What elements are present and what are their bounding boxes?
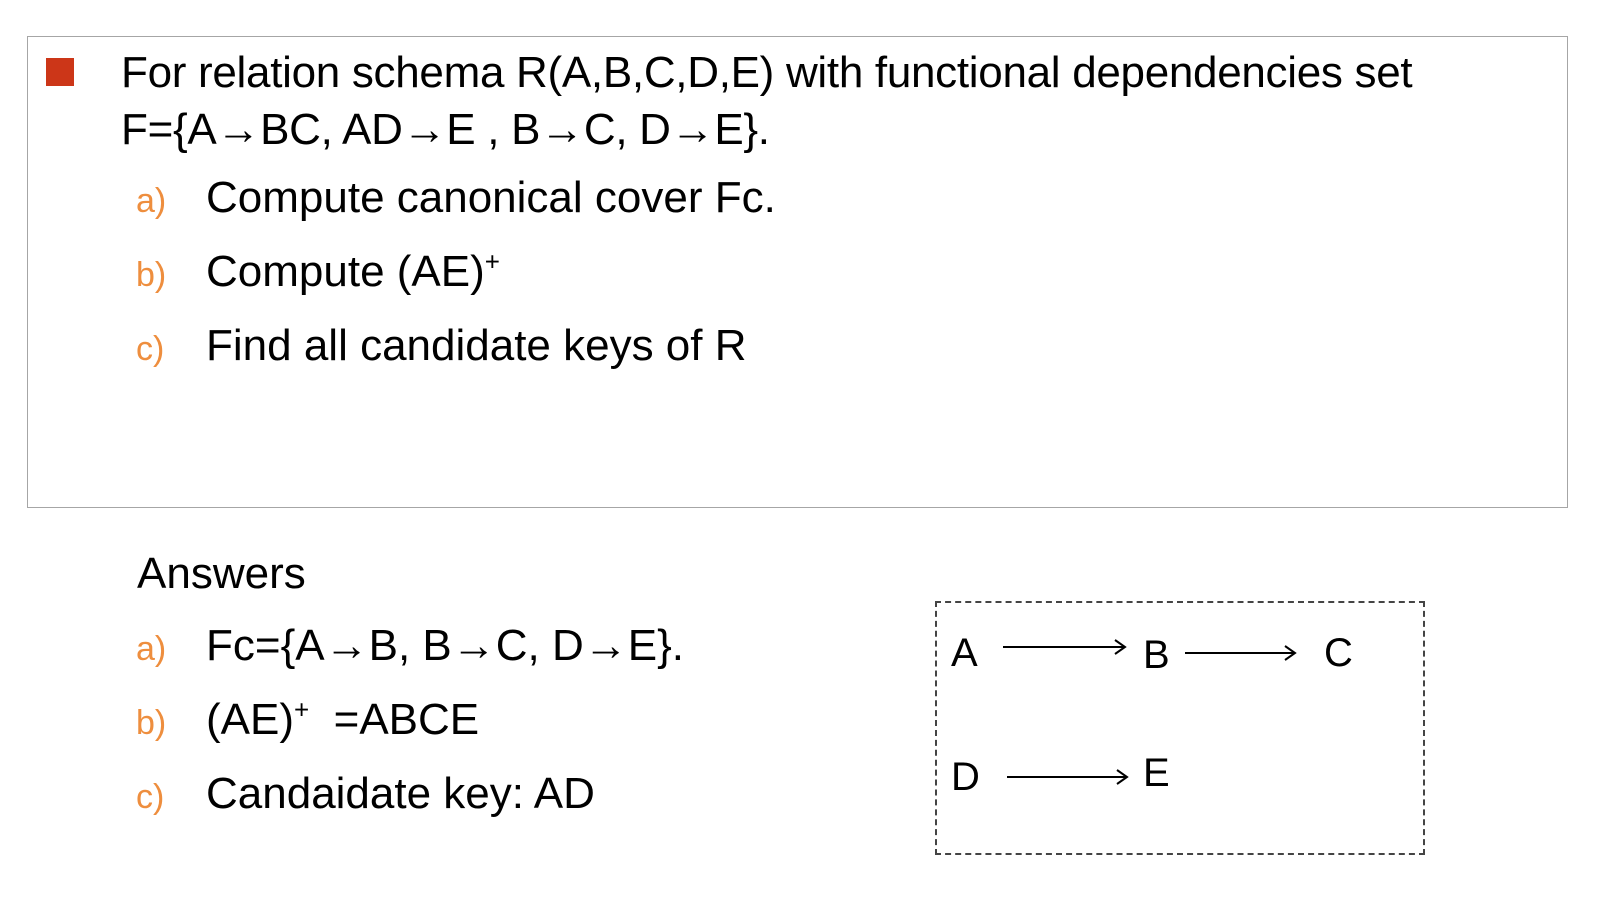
node-c: C — [1324, 631, 1353, 675]
item-text: Find all candidate keys of R — [206, 321, 747, 370]
dependency-diagram: A B C D E — [935, 601, 1425, 855]
item-marker: a) — [136, 630, 167, 668]
question-stem: For relation schema R(A,B,C,D,E) with fu… — [121, 44, 1413, 158]
answers-heading: Answers — [137, 549, 306, 598]
superscript-plus: + — [294, 694, 310, 725]
item-text: (AE) — [206, 695, 294, 744]
item-text: Compute (AE) — [206, 247, 485, 296]
item-marker: a) — [136, 182, 167, 220]
item-text: Candaidate key: AD — [206, 769, 595, 818]
arrow-a-to-b-icon — [1003, 639, 1127, 655]
square-bullet-icon — [46, 58, 74, 86]
question-box — [27, 36, 1568, 508]
diagram-arrows — [1003, 639, 1297, 785]
question-line-1: For relation schema R(A,B,C,D,E) with fu… — [121, 48, 1413, 97]
node-b: B — [1143, 633, 1170, 677]
answer-item-c: c) Candaidate key: AD — [136, 768, 595, 823]
question-item-a: a) Compute canonical cover Fc. — [136, 172, 776, 227]
node-d: D — [951, 755, 980, 799]
answer-item-a: a) Fc={A→B, B→C, D→E}. — [136, 620, 684, 675]
question-item-c: c) Find all candidate keys of R — [136, 320, 747, 375]
item-marker: c) — [136, 778, 165, 816]
answer-item-b: b) (AE)+ =ABCE — [136, 694, 479, 749]
item-text: Compute canonical cover Fc. — [206, 173, 776, 222]
node-e: E — [1143, 751, 1170, 795]
item-text: Fc={A→B, B→C, D→E}. — [206, 621, 685, 670]
question-line-2: F={A→BC, AD→E , B→C, D→E}. — [121, 105, 770, 154]
arrow-b-to-c-icon — [1185, 645, 1297, 661]
item-marker: c) — [136, 330, 165, 368]
question-item-b: b) Compute (AE)+ — [136, 246, 500, 301]
item-marker: b) — [136, 704, 167, 742]
superscript-plus: + — [484, 246, 500, 277]
node-a: A — [951, 631, 978, 675]
item-marker: b) — [136, 256, 167, 294]
arrow-d-to-e-icon — [1007, 769, 1129, 785]
item-text: =ABCE — [309, 695, 480, 744]
